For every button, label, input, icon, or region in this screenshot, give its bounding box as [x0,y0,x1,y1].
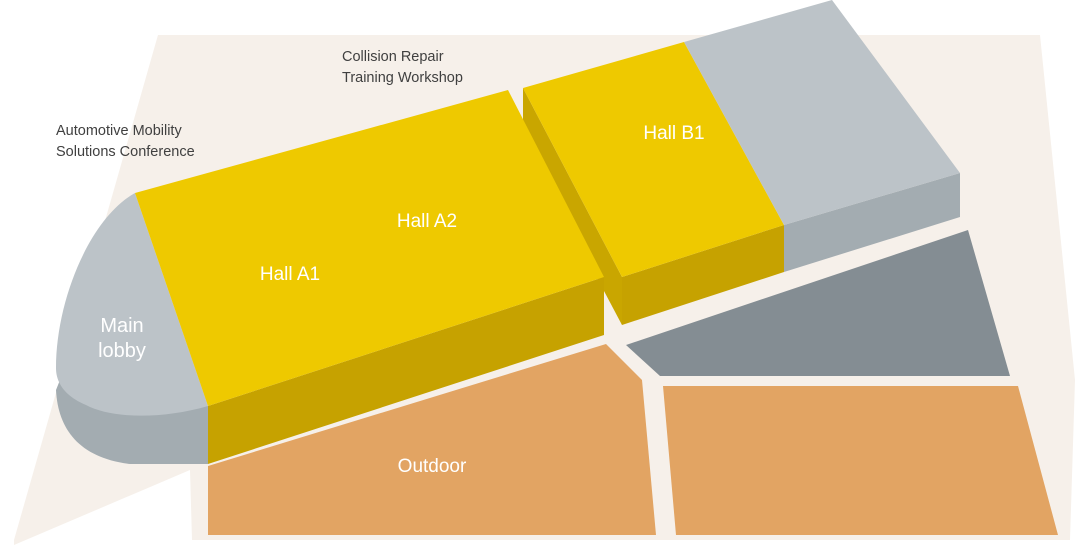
outdoor-area-right[interactable] [663,386,1058,535]
main-lobby-label-line1: Main [100,315,143,337]
workshop-label-line2: Training Workshop [342,70,463,86]
main-lobby-label-line2: lobby [98,340,146,362]
outdoor-area-left[interactable] [208,344,656,535]
hall-a2-label: Hall A2 [397,211,457,232]
hall-b1-front-face[interactable] [622,225,784,325]
conference-label-line2: Solutions Conference [56,144,195,160]
hall-b1-label: Hall B1 [643,123,704,144]
hall-a-front-face[interactable] [208,277,604,464]
main-lobby-roof[interactable] [56,193,208,416]
hall-b1-roof[interactable] [523,42,784,277]
grey-building-roof[interactable] [684,0,960,225]
grey-building-front-face[interactable] [784,173,960,272]
hall-a-roof[interactable] [135,90,604,406]
workshop-label-line1: Collision Repair [342,49,444,65]
conference-label-line1: Automotive Mobility [56,123,182,139]
hall-a1-label: Hall A1 [260,264,320,285]
outdoor-label: Outdoor [398,456,467,477]
dark-grey-lot[interactable] [626,230,1010,376]
